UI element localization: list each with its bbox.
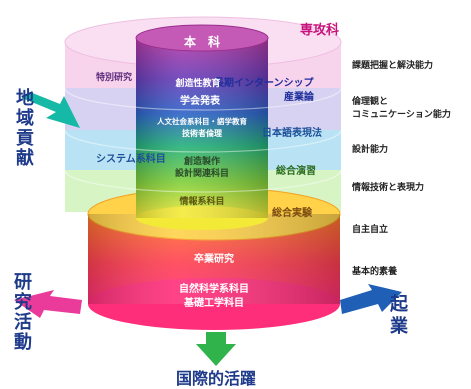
svg-text:貢: 貢 [16, 128, 34, 149]
ability-list: 課題把握と解決能力 倫理観と コミュニケーション能力 設計能力 情報技術と表現力… [351, 59, 451, 277]
ability-ethics: 倫理観と [352, 95, 388, 107]
special-research-label: 特別研究 [96, 71, 132, 83]
ability-communication: コミュニケーション能力 [352, 108, 451, 120]
ring-fronts [64, 87, 342, 193]
creativity-label: 創造性教育 [174, 77, 220, 89]
ability-independence: 自主自立 [352, 223, 388, 235]
svg-text:域: 域 [16, 107, 34, 129]
humanities-label: 人文社会系科目・語学教育 [157, 116, 247, 126]
core-cylinder [135, 24, 269, 230]
svg-text:業: 業 [389, 315, 409, 337]
regional-contribution-label: 地 域 貢 献 [16, 87, 34, 169]
internship-label: 長期インターンシップ [214, 76, 314, 89]
arrow-startup-icon [340, 284, 402, 314]
ability-information-expression: 情報技術と表現力 [351, 181, 424, 193]
comprehensive-experiment-label: 総合実験 [272, 206, 313, 219]
engineering-ethics-label: 技術者倫理 [182, 128, 222, 138]
main-course-label: 本 科 [184, 34, 220, 49]
ability-design: 設計能力 [352, 143, 388, 155]
system-subjects-label: システム系科目 [96, 152, 166, 165]
design-related-label: 設計関連科目 [175, 167, 229, 179]
creative-production-label: 創造製作 [183, 155, 220, 167]
svg-text:研: 研 [14, 272, 32, 293]
svg-text:活: 活 [14, 311, 32, 333]
international-activity-label: 国際的活躍 [176, 369, 256, 388]
ability-problem-solving: 課題把握と解決能力 [352, 59, 433, 71]
ability-basic-literacy: 基本的素養 [351, 265, 398, 277]
postgraduate-course-label: 専攻科 [300, 22, 339, 38]
information-subjects-label: 情報系科目 [178, 195, 224, 207]
svg-text:動: 動 [14, 331, 32, 353]
svg-text:起: 起 [389, 293, 409, 315]
startup-label: 起 業 [389, 293, 409, 337]
arrow-international-icon [196, 332, 236, 366]
svg-text:地: 地 [16, 87, 34, 109]
industry-label: 産業論 [284, 90, 315, 103]
svg-text:究: 究 [14, 291, 32, 313]
natural-science-label: 自然科学系科目 [179, 282, 249, 295]
graduation-research-label: 卒業研究 [194, 252, 234, 265]
arrow-regional-icon [22, 92, 80, 128]
presentation-label: 学会発表 [180, 94, 221, 107]
comprehensive-practice-label: 総合演習 [276, 164, 316, 177]
basic-engineering-label: 基礎工学科目 [183, 296, 244, 309]
research-activity-label: 研 究 活 動 [14, 272, 32, 353]
arrow-research-icon [14, 290, 82, 318]
japanese-expression-label: 日本語表現法 [262, 126, 322, 139]
svg-text:献: 献 [16, 147, 34, 169]
